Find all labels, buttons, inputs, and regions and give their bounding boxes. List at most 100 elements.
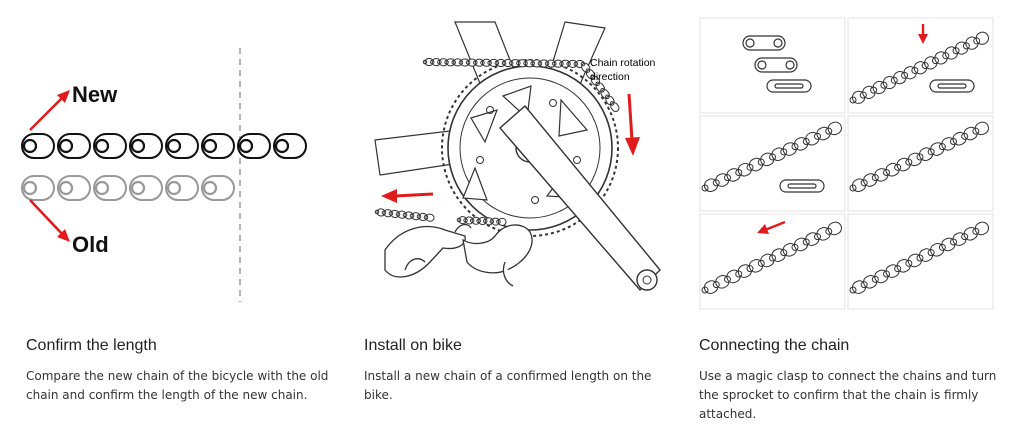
chain-roller xyxy=(487,60,492,66)
chain-link xyxy=(21,133,55,159)
chain-roller xyxy=(463,218,468,223)
chain-roller xyxy=(22,138,38,154)
caption-text: Use a magic clasp to connect the chains … xyxy=(699,369,997,421)
connecting-chain-illustration xyxy=(699,17,994,310)
chain-roller xyxy=(489,219,495,224)
chain-roller xyxy=(422,59,428,65)
chain-roller xyxy=(950,238,957,246)
rotation-label-line1: Chain rotation xyxy=(590,57,656,69)
upper-chain xyxy=(422,58,620,112)
chain-link xyxy=(57,175,91,201)
chain-roller xyxy=(429,59,435,65)
chain-roller xyxy=(559,61,564,66)
chain-roller xyxy=(972,127,980,135)
chain-roller xyxy=(746,265,754,273)
chain-roller xyxy=(814,233,821,241)
caption-text: Compare the new chain of the bicycle wit… xyxy=(26,369,329,402)
chain-roller xyxy=(942,52,950,60)
chain-roller xyxy=(735,270,743,278)
pull-direction-arrow-icon xyxy=(381,189,434,203)
chain-roller xyxy=(894,163,902,171)
chain-roller xyxy=(600,88,605,93)
chain-roller xyxy=(58,138,74,154)
step-chains xyxy=(701,31,989,294)
chain-roller xyxy=(544,61,550,66)
chain-link xyxy=(201,175,235,201)
chain-roller xyxy=(952,47,960,55)
chain-roller xyxy=(825,127,833,135)
chain-roller xyxy=(701,286,709,294)
chain-roller xyxy=(962,42,970,50)
chain-link xyxy=(21,175,55,201)
chain-link xyxy=(129,175,163,201)
chain-roller xyxy=(961,132,969,140)
chain-roller xyxy=(849,96,857,104)
new-label: New xyxy=(72,82,118,107)
chain-roller xyxy=(605,94,610,100)
chain-roller xyxy=(972,227,980,235)
chain-roller xyxy=(552,61,557,66)
chain-roller xyxy=(927,148,935,156)
chain-roller xyxy=(483,218,488,224)
step1-clasp-parts xyxy=(742,35,812,93)
rotation-label-line2: direction xyxy=(590,71,630,83)
hands-holding-chain xyxy=(384,223,533,287)
chain-roller xyxy=(814,132,821,140)
chain-roller xyxy=(921,62,929,70)
chain-roller xyxy=(883,169,890,176)
chain-roller xyxy=(849,184,857,192)
chain-roller xyxy=(916,153,924,161)
chain-roller xyxy=(585,68,591,73)
chain-link xyxy=(93,133,127,159)
chain-roller xyxy=(961,233,969,241)
chain-roller xyxy=(938,143,946,151)
chain-roller xyxy=(94,138,110,154)
chain-roller xyxy=(388,211,394,216)
chain-roller xyxy=(501,60,507,66)
chain-roller xyxy=(871,174,879,182)
chain-roller xyxy=(712,179,720,187)
chain-roller xyxy=(791,143,799,151)
old-chain xyxy=(21,175,235,201)
chain-roller xyxy=(609,101,615,106)
chain-roller xyxy=(769,254,776,262)
step5-slide-arrow-icon xyxy=(757,220,786,234)
new-arrow-icon xyxy=(29,90,70,131)
chain-roller xyxy=(860,179,868,187)
chain-roller xyxy=(769,153,776,161)
chain-roller xyxy=(416,214,422,219)
caption-title: Install on bike xyxy=(364,337,462,354)
chain-roller xyxy=(973,37,981,45)
old-label: Old xyxy=(72,232,109,257)
chain-roller xyxy=(530,61,535,66)
chain-roller xyxy=(508,60,514,66)
step-frames xyxy=(699,17,994,310)
chain-roller xyxy=(451,60,456,65)
chain-roller xyxy=(22,180,38,196)
chain-link xyxy=(273,133,307,159)
chain-roller xyxy=(473,60,478,65)
chain-roller xyxy=(238,138,254,154)
chain-roller xyxy=(590,74,595,80)
chain-link xyxy=(425,213,435,222)
chain-roller xyxy=(871,275,879,283)
chain-roller xyxy=(802,138,810,145)
chain-link xyxy=(165,175,199,201)
caption-install-on-bike: Install on bike Install a new chain of a… xyxy=(364,335,664,405)
caption-connecting-chain: Connecting the chain Use a magic clasp t… xyxy=(699,335,999,424)
chain-roller xyxy=(423,215,429,220)
chain-roller xyxy=(130,180,146,196)
chain-roller xyxy=(825,227,833,235)
chain-roller xyxy=(905,158,913,166)
chain-roller xyxy=(494,60,500,66)
chain-roller xyxy=(870,86,878,94)
chain-link xyxy=(497,217,507,226)
chain-roller xyxy=(780,249,788,257)
chain-roller xyxy=(202,138,218,154)
chain-roller xyxy=(523,61,528,66)
chain-roller xyxy=(469,218,475,223)
chain-roller xyxy=(444,60,449,65)
chain-roller xyxy=(496,219,501,224)
chain-roller xyxy=(927,249,935,257)
chain-roller xyxy=(938,243,946,251)
